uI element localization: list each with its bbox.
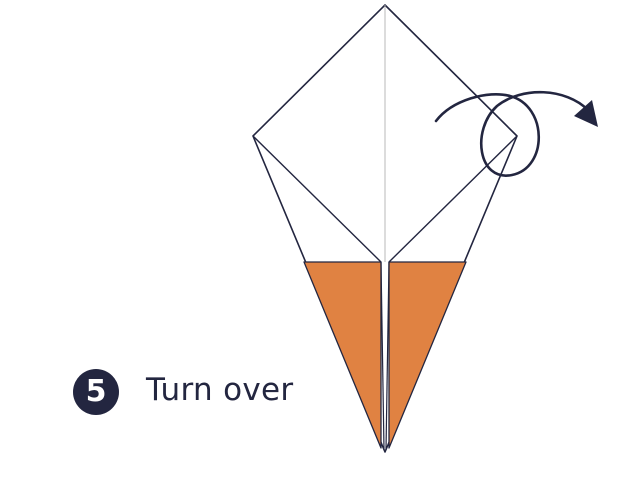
right-flap-inner-edge	[385, 261, 390, 451]
step-number-badge: 5	[73, 369, 119, 415]
right-fold-edge	[388, 135, 518, 263]
left-colored-flap	[303, 261, 382, 449]
right-colored-flap	[388, 261, 467, 449]
step-number: 5	[85, 374, 107, 409]
left-flap-inner-edge	[380, 261, 385, 451]
left-fold-edge	[252, 135, 382, 263]
step-caption: Turn over	[146, 372, 294, 408]
arrow-head	[574, 100, 598, 127]
turn-over-arrow-icon	[434, 90, 598, 177]
